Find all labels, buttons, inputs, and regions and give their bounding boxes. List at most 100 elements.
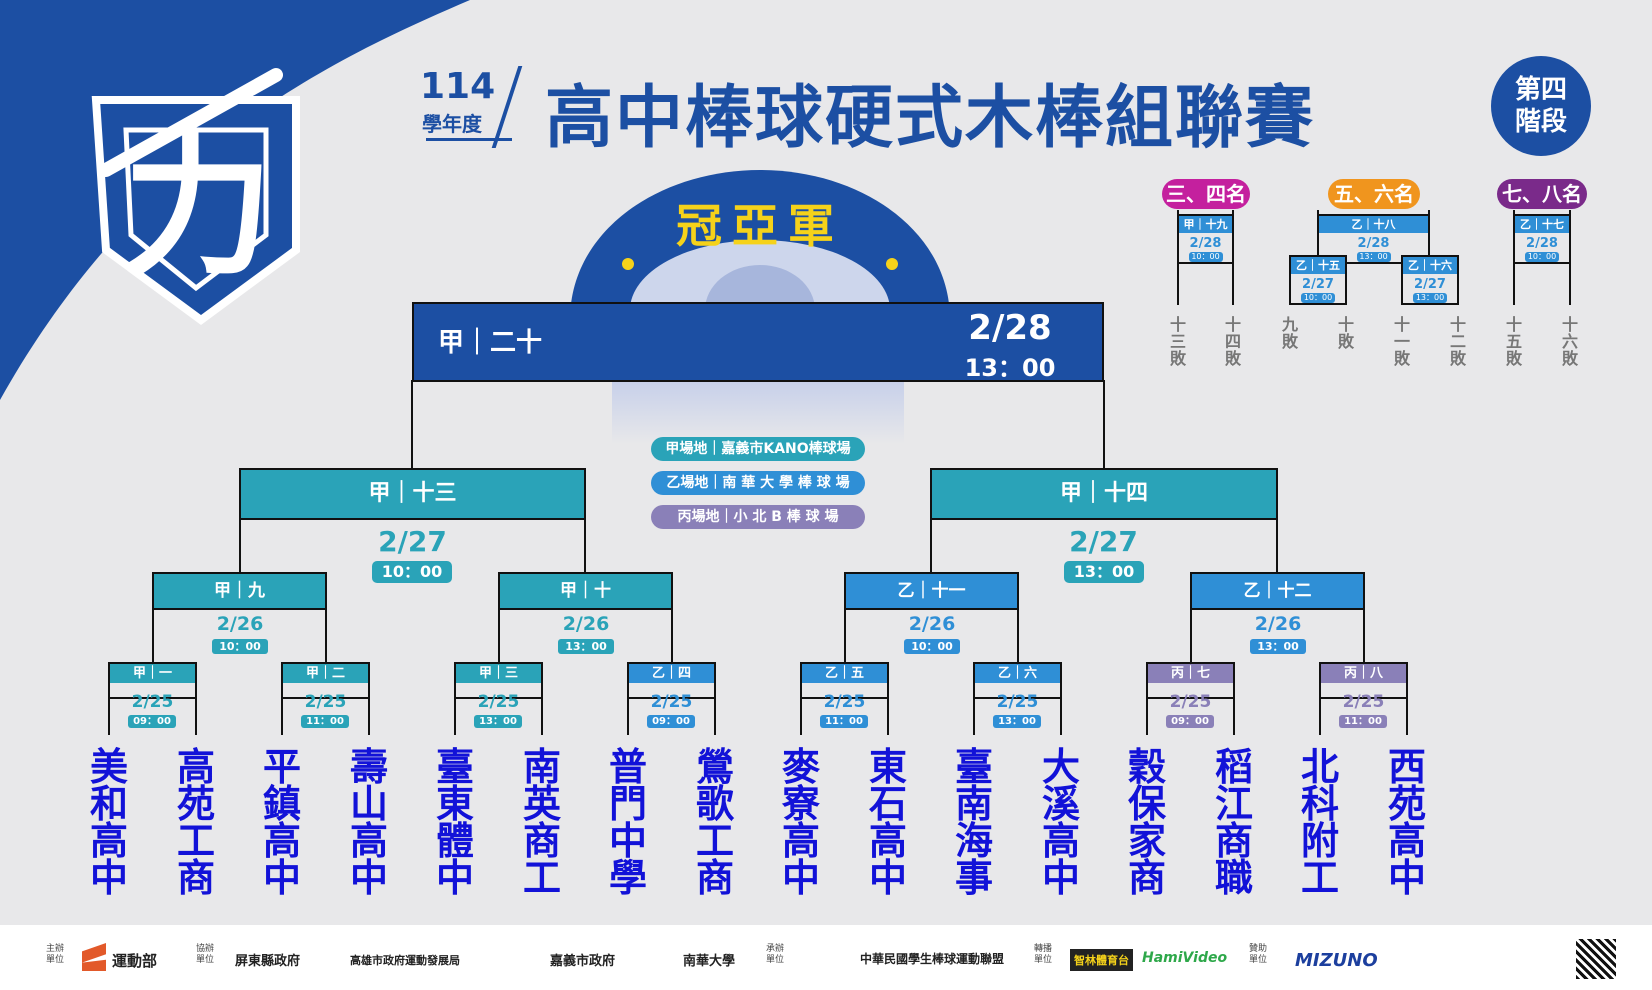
match-time: 13：00 [964, 354, 1056, 382]
sponsor: MIZUNO [1295, 950, 1378, 971]
match-time: 13：00 [558, 639, 614, 654]
placing-match: 乙｜十八 2/28 13：00 [1317, 214, 1430, 264]
final-banner-title: 冠亞軍 [676, 199, 844, 253]
match-date: 2/25 [1342, 692, 1385, 712]
match-time: 10：00 [212, 639, 268, 654]
stage-line: 階段 [1514, 107, 1567, 137]
team-name: 大溪高中 [1041, 744, 1080, 900]
placing-7-8-title: 七、八名 [1497, 179, 1587, 209]
match-code: 乙｜十一 [846, 574, 1017, 608]
match-time: 10：00 [372, 561, 452, 583]
team-name: 臺東體中 [435, 744, 474, 900]
match-date: 2/25 [996, 692, 1039, 712]
venue-b: 乙場地｜南 華 大 學 棒 球 場 [651, 471, 865, 495]
team-name: 麥寮高中 [781, 744, 820, 900]
match-time: 09：00 [1166, 715, 1214, 728]
placing-match: 乙｜十七 2/28 10：00 [1513, 214, 1571, 264]
co-organizer-label: 協辦單位 [196, 944, 215, 965]
match-date: 2/25 [477, 692, 520, 712]
placing-match: 乙｜十五 2/27 10：00 [1289, 255, 1347, 305]
match-code: 乙｜十二 [1192, 574, 1363, 608]
first-round-match: 甲｜二 [281, 662, 370, 699]
match-date: 2/26 [908, 613, 956, 635]
loser-label: 九敗 [1281, 315, 1298, 351]
match-code: 乙｜十七 [1515, 216, 1569, 233]
first-round-match: 丙｜八 [1319, 662, 1408, 699]
match-date: 2/27 [1069, 525, 1138, 558]
match-date: 2/28 [1526, 236, 1558, 251]
match-time: 11：00 [820, 715, 868, 728]
placing-match: 甲｜十九 2/28 10：00 [1177, 214, 1234, 264]
match-time: 09：00 [128, 715, 176, 728]
match-code: 乙｜五 [802, 664, 887, 683]
loser-label: 十四敗 [1224, 315, 1241, 368]
match-date: 2/28 [968, 308, 1052, 348]
host: 中華民國學生棒球運動聯盟 [860, 952, 1005, 966]
match-date: 2/28 [1357, 236, 1390, 251]
team-name: 西苑高中 [1387, 744, 1426, 900]
match-date: 2/25 [1169, 692, 1212, 712]
season-label: 學年度 [422, 112, 482, 136]
quarterfinal-match: 甲｜九 [152, 572, 327, 610]
match-code: 甲｜九 [154, 574, 325, 608]
team-name: 壽山高中 [349, 744, 388, 900]
loser-label: 十二敗 [1449, 315, 1466, 368]
co-organizer: 屏東縣政府 [235, 954, 301, 969]
match-code: 甲｜二 [283, 664, 368, 683]
season-number: 114 [420, 66, 496, 107]
team-name: 東石高中 [868, 744, 907, 900]
divider [426, 138, 512, 141]
semifinal-match: 甲｜十三 [239, 468, 586, 520]
quarterfinal-match: 甲｜十 [498, 572, 673, 610]
quarterfinal-match: 乙｜十二 [1190, 572, 1365, 610]
first-round-match: 乙｜四 [627, 662, 716, 699]
match-time: 10：00 [904, 639, 960, 654]
match-time: 11：00 [301, 715, 349, 728]
first-round-match: 丙｜七 [1146, 662, 1235, 699]
first-round-match: 甲｜一 [108, 662, 197, 699]
match-date: 2/25 [650, 692, 693, 712]
match-time: 13：00 [1356, 252, 1391, 262]
qr-code-icon [1574, 937, 1618, 981]
match-date: 2/26 [562, 613, 610, 635]
team-name: 平鎮高中 [262, 744, 301, 900]
first-round-match: 甲｜三 [454, 662, 543, 699]
match-time: 10：00 [1301, 293, 1335, 303]
team-name: 鶯歌工商 [695, 744, 734, 900]
placing-5-6-title: 五、六名 [1328, 179, 1420, 209]
stage-badge: 第四 階段 [1491, 56, 1591, 156]
organizer-label: 主辦單位 [46, 944, 65, 965]
final-banner: 冠亞軍 [560, 160, 960, 380]
match-date: 2/25 [304, 692, 347, 712]
match-time: 13：00 [1413, 293, 1447, 303]
match-time: 09：00 [647, 715, 695, 728]
page-title: 高中棒球硬式木棒組聯賽 [545, 79, 1316, 158]
host-label: 承辦單位 [766, 944, 785, 965]
match-date: 2/28 [1189, 236, 1222, 251]
match-time: 13：00 [1250, 639, 1306, 654]
placing-match: 乙｜十六 2/27 13：00 [1401, 255, 1459, 305]
team-name: 臺南海事 [954, 744, 993, 900]
loser-label: 十五敗 [1505, 315, 1522, 368]
loser-label: 十敗 [1337, 315, 1354, 351]
co-organizer: 南華大學 [683, 954, 736, 969]
team-name: 美和高中 [89, 744, 128, 900]
match-code: 乙｜十五 [1291, 257, 1345, 274]
team-name: 北科附工 [1300, 744, 1339, 900]
broadcaster: 智林體育台 [1070, 949, 1133, 971]
match-code: 甲｜十四 [932, 470, 1276, 518]
match-code: 乙｜四 [629, 664, 714, 683]
team-name: 南英商工 [522, 744, 561, 900]
loser-label: 十六敗 [1561, 315, 1578, 368]
match-date: 2/26 [1254, 613, 1302, 635]
team-name: 高苑工商 [176, 744, 215, 900]
match-code: 乙｜十六 [1403, 257, 1457, 274]
match-time: 10：00 [1188, 252, 1223, 262]
co-organizer: 高雄市政府運動發展局 [350, 954, 460, 967]
match-code: 丙｜八 [1321, 664, 1406, 683]
match-time: 13：00 [993, 715, 1041, 728]
footer-note: 如有賽事異動 依粉絲團公告為準 [1480, 945, 1547, 966]
match-time: 13：00 [474, 715, 522, 728]
match-code: 甲｜一 [110, 664, 195, 683]
